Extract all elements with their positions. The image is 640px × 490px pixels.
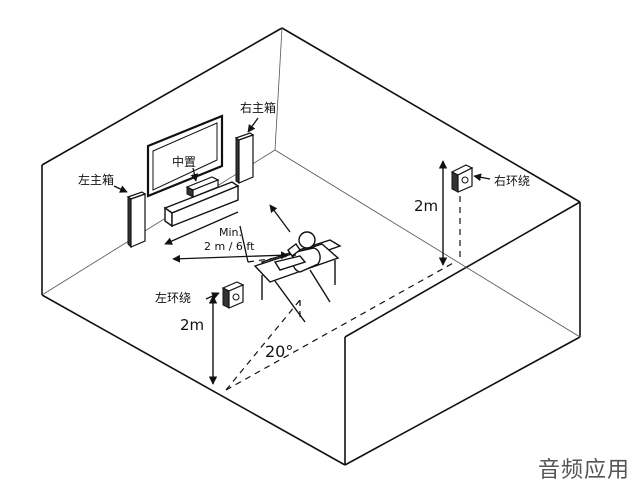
watermark: 音频应用 bbox=[537, 458, 630, 483]
listener-seat-icon bbox=[253, 231, 342, 323]
room-outline bbox=[41, 27, 581, 466]
label-center: 中置 bbox=[172, 154, 196, 169]
label-pointers bbox=[113, 117, 491, 300]
label-left-surround: 左环绕 bbox=[155, 290, 191, 305]
label-right-surround: 右环绕 bbox=[494, 173, 530, 188]
center-speaker-icon bbox=[185, 176, 220, 198]
right-surround-speaker-icon bbox=[450, 164, 474, 193]
tv bbox=[146, 114, 224, 198]
left-surround-speaker-icon bbox=[221, 281, 245, 309]
label-min-distance: 2 m / 6 ft bbox=[204, 240, 255, 253]
label-min: Min. bbox=[219, 226, 242, 239]
label-angle: 20° bbox=[265, 342, 293, 361]
sound-lines bbox=[225, 196, 461, 391]
label-height-right: 2m bbox=[414, 197, 438, 215]
left-main-speaker-icon bbox=[126, 191, 147, 249]
tv-stand bbox=[163, 181, 240, 228]
right-main-speaker-icon bbox=[234, 132, 255, 184]
label-left-main: 左主箱 bbox=[78, 172, 114, 187]
label-height-left: 2m bbox=[180, 316, 204, 334]
label-right-main: 右主箱 bbox=[240, 100, 276, 115]
distance-arrows bbox=[164, 204, 291, 263]
